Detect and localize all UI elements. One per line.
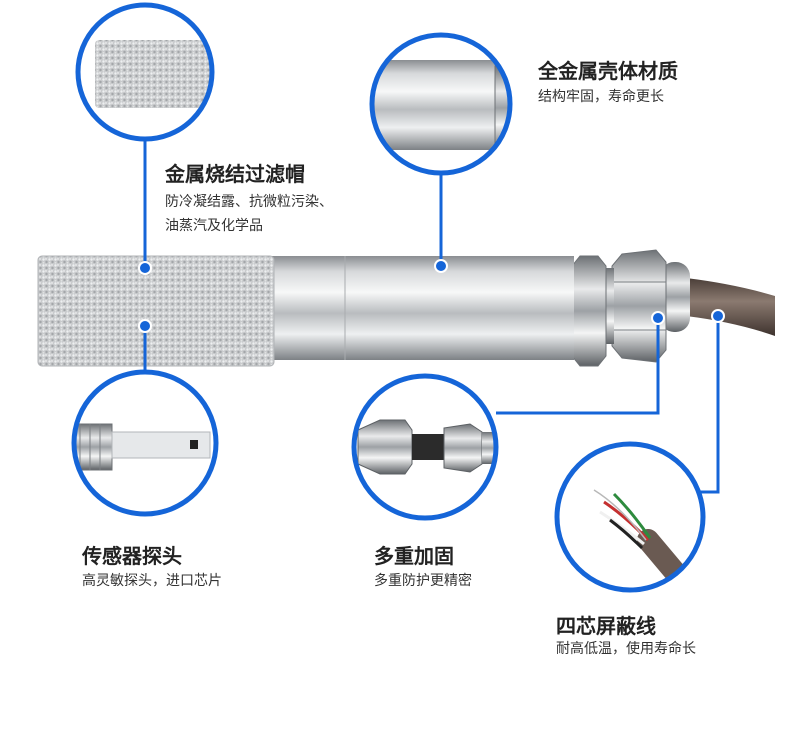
cable-gland (660, 262, 690, 332)
probe-title: 传感器探头 (82, 544, 182, 568)
shielded-cable-image (554, 441, 706, 593)
housing-title: 全金属壳体材质 (538, 59, 678, 83)
metal-tube (272, 256, 574, 360)
filter-title: 金属烧结过滤帽 (165, 162, 305, 186)
sensor-probe-image (71, 369, 219, 517)
reinforced-connector-image (351, 373, 499, 521)
reinforce-desc: 多重防护更精密 (374, 573, 472, 589)
housing-desc: 结构牢固，寿命更长 (538, 89, 664, 105)
callout-dots (138, 259, 725, 333)
sintered-filter-image (75, 2, 215, 142)
sensor-product (37, 249, 775, 367)
cable-title: 四芯屏蔽线 (556, 614, 656, 638)
cable (686, 278, 775, 336)
metal-housing-image (369, 32, 513, 176)
filter-desc-line1: 防冷凝结露、抗微粒污染、 (165, 194, 333, 210)
reinforce-title: 多重加固 (374, 544, 454, 568)
sintered-filter (38, 256, 274, 366)
callout-lines (143, 140, 720, 494)
cable-desc: 耐高低温，使用寿命长 (556, 641, 696, 657)
hex-nut-1 (571, 255, 607, 367)
probe-desc: 高灵敏探头，进口芯片 (82, 573, 222, 589)
filter-desc-line2: 油蒸汽及化学品 (165, 218, 263, 234)
